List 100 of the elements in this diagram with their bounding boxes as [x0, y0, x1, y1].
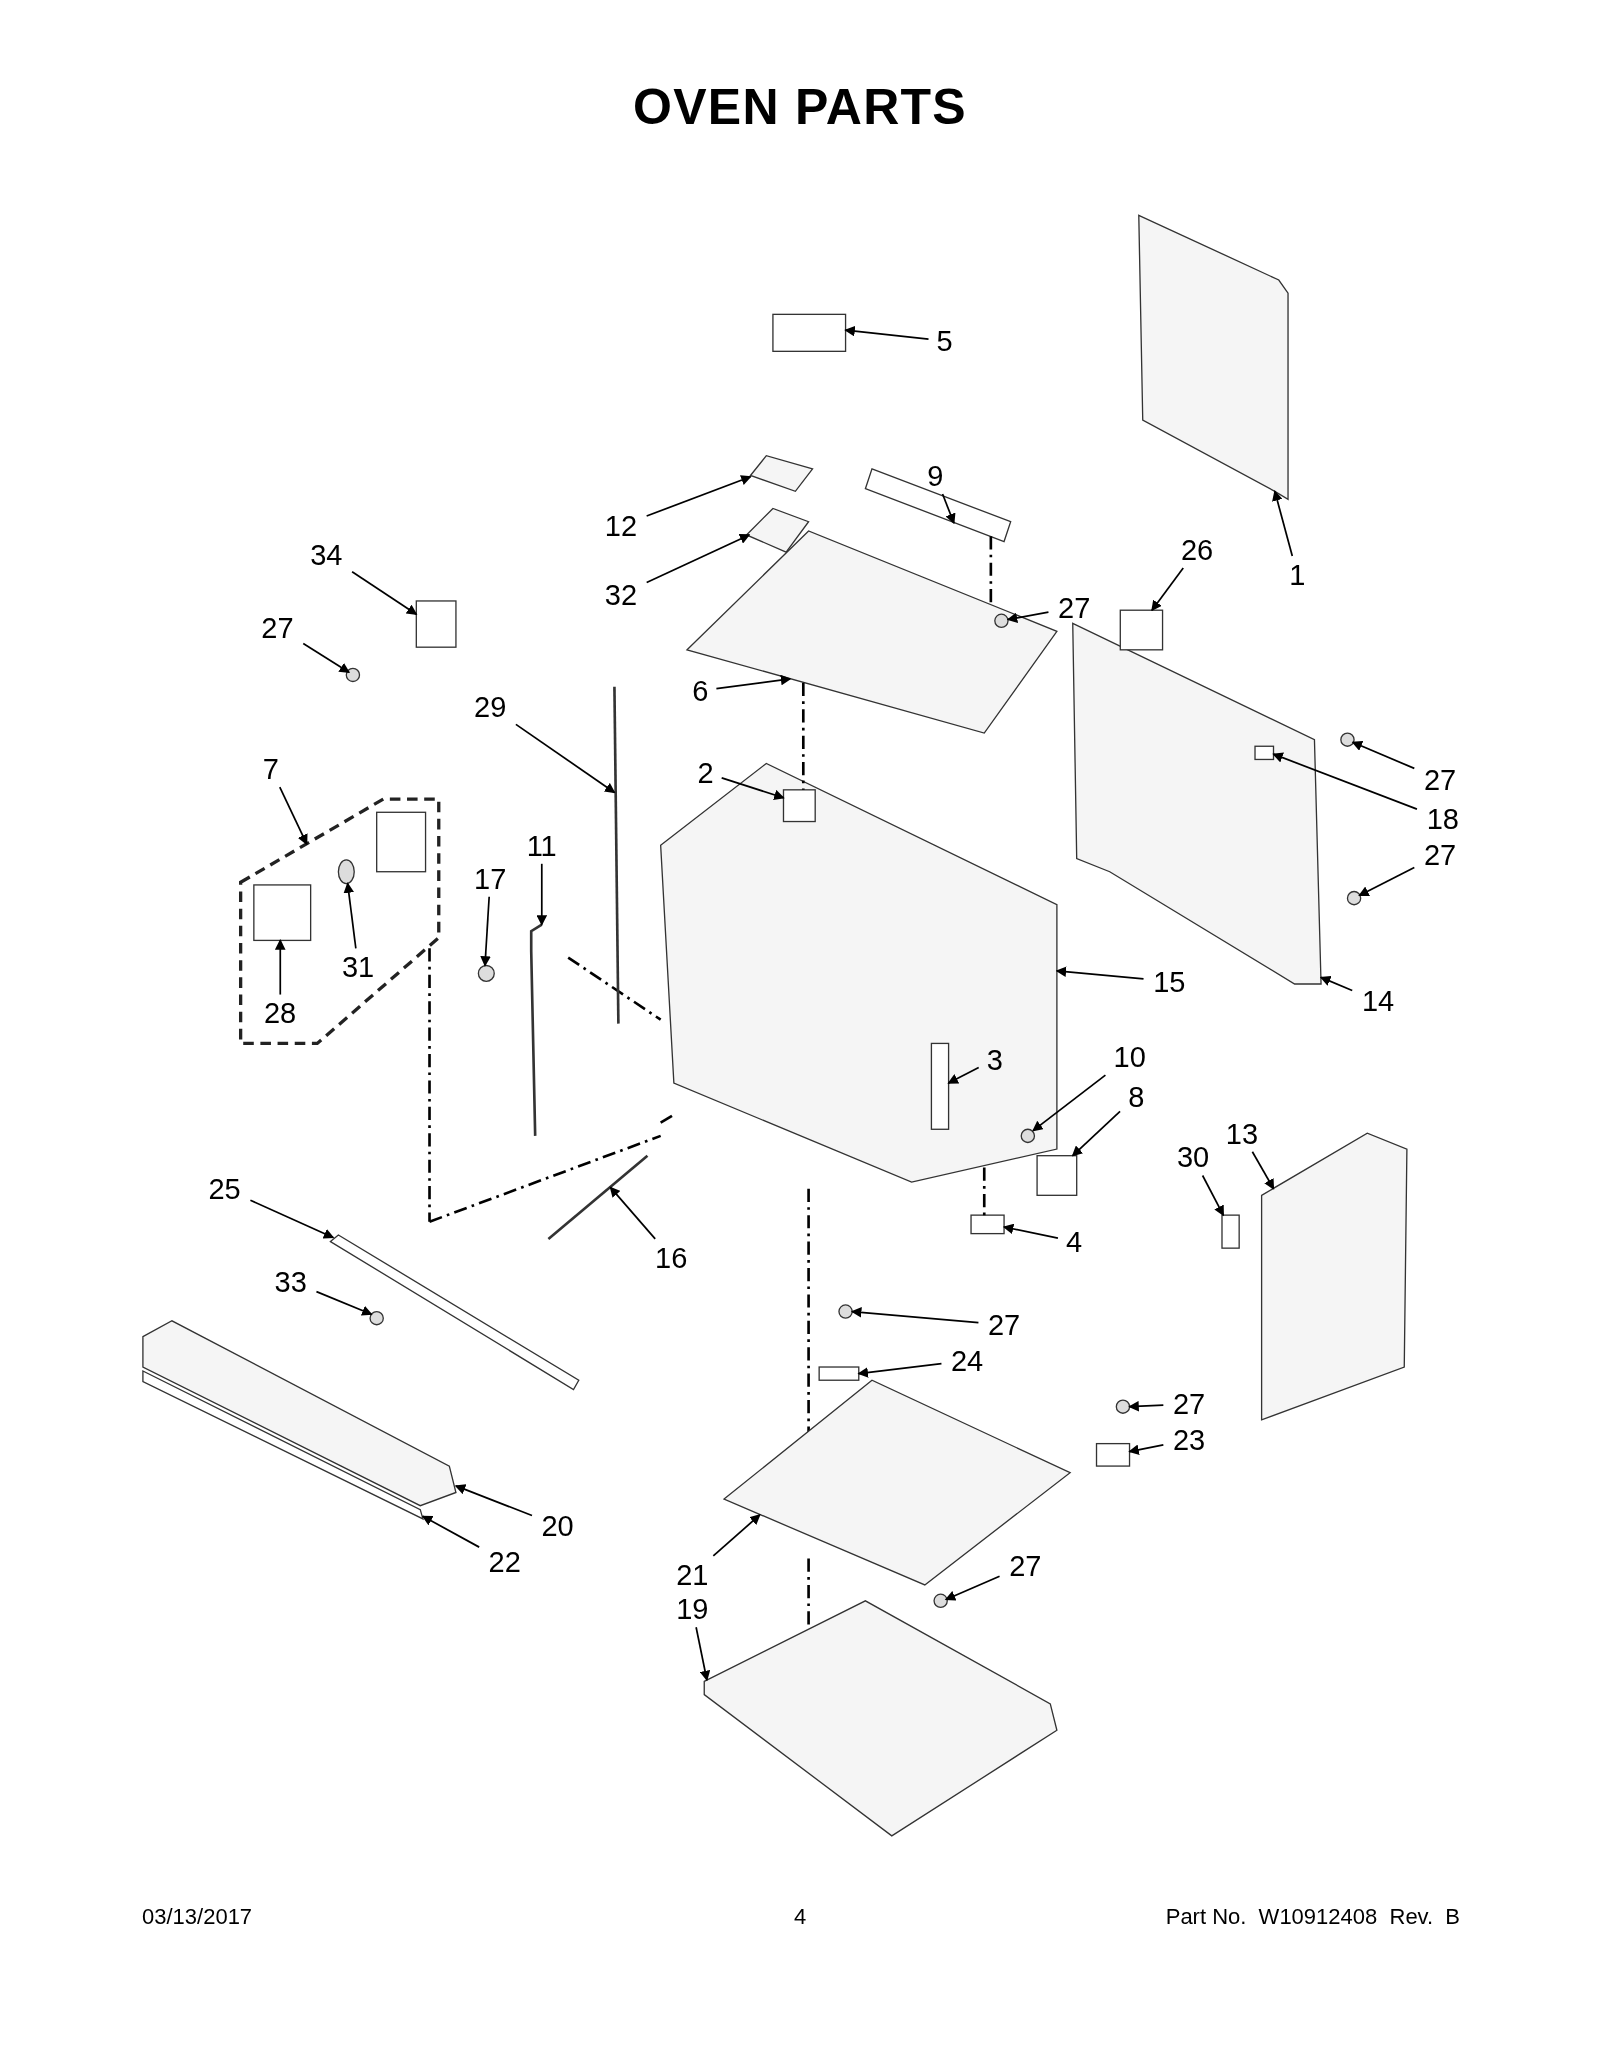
leader-line	[947, 1066, 980, 1084]
callout-number: 26	[1180, 535, 1214, 565]
trim-strip	[329, 1234, 580, 1391]
footer-date: 03/13/2017	[142, 1903, 253, 1931]
leader-line	[1128, 1400, 1165, 1412]
leader-line	[944, 1575, 1001, 1601]
callout-number: 24	[951, 1346, 984, 1376]
leader-line	[1071, 1110, 1121, 1157]
kick-panel	[142, 1320, 457, 1507]
callout-number: 25	[208, 1174, 241, 1204]
callout-number: 14	[1361, 987, 1395, 1016]
leader-line	[609, 1186, 657, 1240]
leader-line	[1055, 966, 1145, 980]
leader-line	[249, 1199, 335, 1239]
callout-number: 13	[1225, 1119, 1259, 1149]
screw	[933, 1593, 948, 1609]
leader-line	[275, 939, 286, 996]
callout-number: 18	[1426, 804, 1459, 834]
leader-line	[1006, 611, 1050, 623]
leader-line	[1358, 866, 1416, 897]
leader-line	[1251, 1150, 1275, 1190]
callout-number: 16	[655, 1243, 688, 1273]
plug	[477, 964, 495, 982]
callout-number: 6	[692, 676, 709, 706]
callout-number: 11	[526, 831, 557, 861]
alignment-line	[989, 536, 993, 605]
page-title: OVEN PARTS	[633, 78, 967, 137]
leader-line	[1128, 1443, 1165, 1455]
clip	[1221, 1214, 1240, 1249]
trim-strip	[142, 1369, 424, 1521]
screw	[345, 667, 361, 683]
callout-number: 3	[986, 1045, 1003, 1075]
alignment-line	[982, 1167, 986, 1216]
screw	[838, 1304, 853, 1319]
sensor-probe	[547, 1154, 649, 1240]
bracket	[818, 1366, 860, 1381]
leader-line	[1201, 1174, 1225, 1217]
callout-number: 23	[1172, 1425, 1206, 1455]
leader-line	[515, 723, 616, 794]
bracket	[1119, 609, 1164, 651]
leader-line	[645, 475, 752, 517]
callout-number: 34	[310, 540, 343, 570]
callout-number: 5	[936, 326, 953, 356]
side-panel	[1260, 1132, 1408, 1421]
leader-line	[1151, 567, 1185, 612]
callout-number: 27	[261, 613, 294, 643]
callout-number: 12	[604, 511, 638, 541]
dashed-group-outline	[239, 797, 441, 1046]
callout-number: 28	[263, 998, 297, 1028]
leader-line	[720, 777, 785, 800]
callout-number: 7	[262, 754, 279, 784]
leader-line	[1002, 1223, 1059, 1240]
leader-line	[1272, 752, 1418, 810]
bracket	[415, 600, 457, 648]
leader-line	[712, 1514, 761, 1557]
callout-number: 27	[1172, 1389, 1206, 1419]
bottom-panel	[722, 1379, 1072, 1586]
leader-line	[857, 1362, 943, 1378]
leader-line	[536, 862, 548, 926]
screw	[1115, 1399, 1131, 1414]
vent-cover	[1036, 1155, 1078, 1196]
screw	[1346, 890, 1362, 906]
leader-line	[351, 570, 418, 616]
rod	[613, 686, 620, 1024]
callout-number: 27	[1058, 593, 1091, 623]
callout-number: 15	[1153, 967, 1186, 997]
wire	[529, 923, 543, 1136]
vent-strip	[864, 468, 1012, 543]
bracket	[970, 1214, 1005, 1235]
leader-line	[1032, 1074, 1107, 1132]
callout-number: 30	[1176, 1142, 1210, 1172]
callout-number: 27	[988, 1310, 1021, 1340]
callout-number: 8	[1128, 1082, 1145, 1112]
leader-line	[645, 534, 751, 584]
part-number: Part No. W10912408 Rev. B	[1165, 1903, 1460, 1931]
callout-number: 27	[1424, 840, 1457, 870]
callout-number: 9	[927, 461, 944, 491]
leader-line	[715, 674, 792, 690]
alignment-line	[801, 682, 805, 790]
callout-number: 32	[604, 580, 638, 610]
callout-number: 2	[697, 758, 714, 788]
leader-line	[315, 1290, 373, 1316]
leader-line	[302, 642, 351, 674]
callout-number: 22	[488, 1547, 521, 1577]
leader-line	[480, 895, 491, 967]
leader-line	[941, 493, 956, 525]
leader-line	[278, 786, 308, 846]
leader-line	[421, 1515, 481, 1548]
callout-number: 33	[274, 1267, 307, 1297]
callout-number: 1	[1289, 560, 1306, 590]
leader-line	[1319, 976, 1354, 992]
top-panel	[685, 530, 1058, 734]
page-number: 4	[794, 1903, 807, 1931]
oven-cavity	[660, 762, 1058, 1183]
screw	[369, 1310, 384, 1326]
callout-number: 29	[474, 692, 507, 722]
leader-line	[844, 325, 930, 340]
callout-number: 27	[1424, 765, 1457, 794]
callout-number: 4	[1066, 1227, 1083, 1257]
screw	[1340, 732, 1355, 747]
